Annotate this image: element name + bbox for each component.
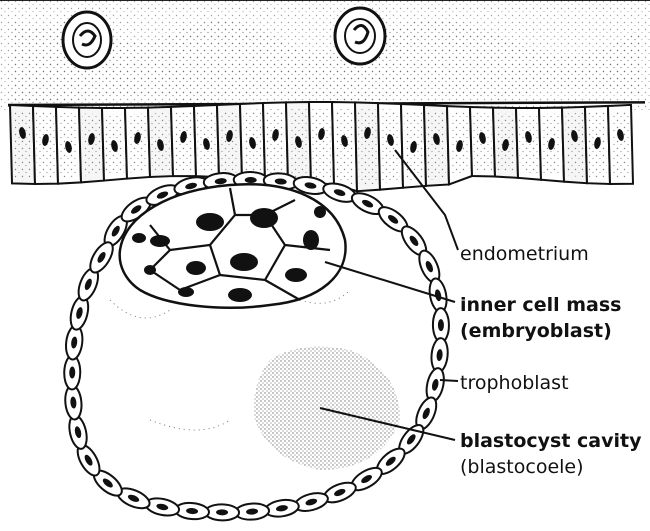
label-endometrium: endometrium	[460, 243, 589, 265]
leader-trophoblast	[440, 380, 458, 381]
label-trophoblast: trophoblast	[460, 372, 569, 394]
endometrial-epithelium	[8, 102, 645, 191]
uterine-gland-left	[63, 12, 111, 68]
label-inner-cell-mass: inner cell mass	[460, 294, 621, 316]
label-blastocyst-cavity: blastocyst cavity	[460, 430, 641, 452]
label-blastocoele: (blastocoele)	[460, 456, 584, 478]
label-embryoblast: (embryoblast)	[460, 320, 612, 342]
uterine-gland-right	[335, 8, 385, 64]
